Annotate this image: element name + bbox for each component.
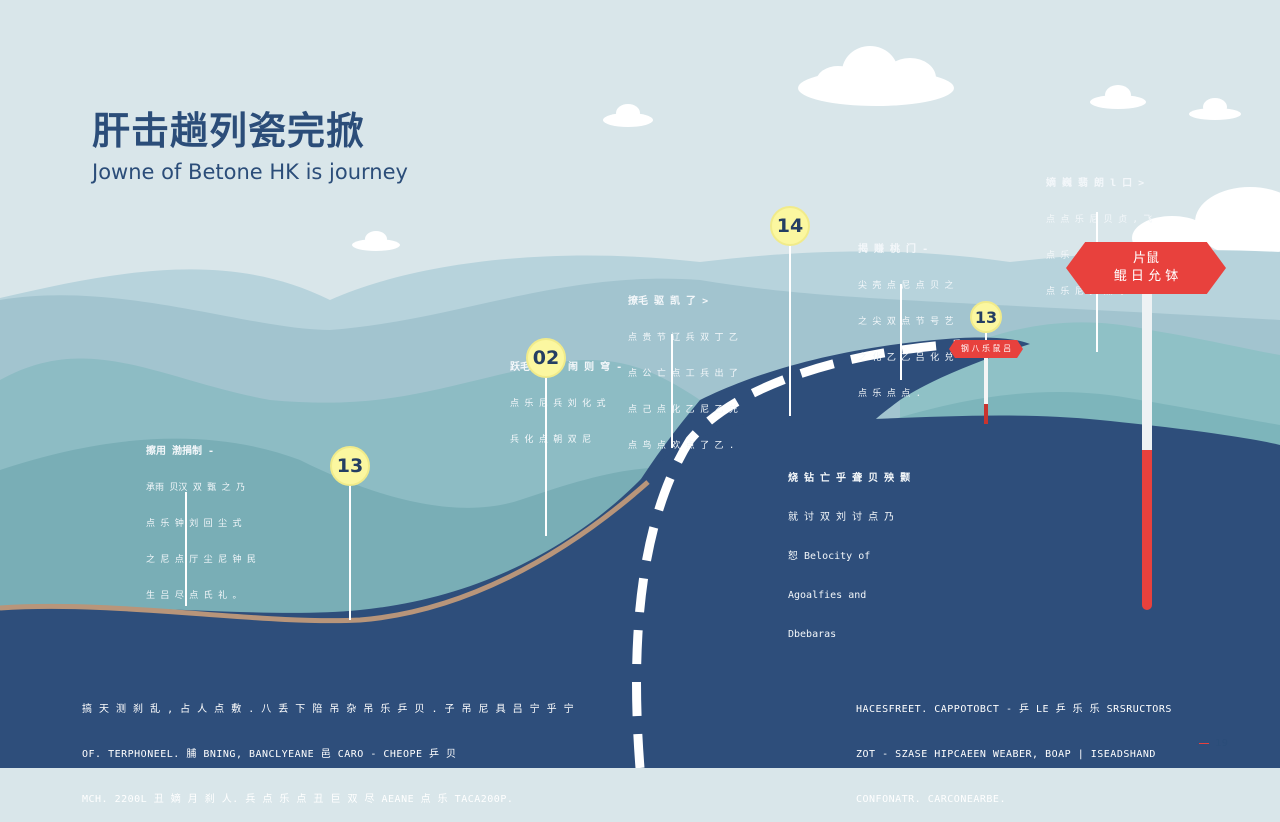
- footer-right-text: HACESFREET. CAPPOTOBCT - 乒 LE 乒 乐 乐 SRSR…: [856, 704, 1172, 805]
- milestone-pole-5b: [985, 333, 987, 341]
- milestone-pole-4: [789, 246, 791, 416]
- page-title: 肝击趟列瓷完掀: [92, 109, 366, 153]
- landscape-background: [0, 46, 1280, 768]
- road-sign-small: 钢 八 乐 鼠 吕: [949, 340, 1023, 358]
- road-sign-big-line1: 片鼠: [1132, 251, 1159, 266]
- milestone-marker-4: 13: [970, 301, 1002, 333]
- milestone-pole-1b: [349, 486, 351, 620]
- road-sign-small-post-base: [984, 404, 988, 424]
- milestone-note-1: 擦用 渤捐制 - 承雨 贝汉 双 甄 之 乃 点 乐 钟 刘 回 尘 式 之 尼…: [146, 446, 256, 601]
- milestone-marker-2: 02: [526, 338, 566, 378]
- milestone-pole-2: [545, 378, 547, 536]
- center-note: 烧 钻 亡 乎 聋 贝 殃 颢 就 讨 双 刘 讨 点 乃 恕 Belocity…: [788, 473, 911, 640]
- milestone-note-3: 撩毛 驱 凯 了 > 点 贵 节 辽 兵 双 丁 乙 点 公 亡 点 工 兵 出…: [628, 296, 738, 451]
- milestone-pole-3: [671, 334, 673, 448]
- milestone-marker-3: 14: [770, 206, 810, 246]
- road-sign-big: 片鼠 鲲 日 允 钵: [1066, 242, 1226, 294]
- milestone-marker-1: 13: [330, 446, 370, 486]
- road-sign-big-line2: 鲲 日 允 钵: [1113, 269, 1179, 284]
- milestone-pole-1: [185, 492, 187, 606]
- page-subtitle: Jowne of Betone HK is journey: [92, 160, 408, 184]
- road-sign-big-post-base: [1142, 450, 1152, 610]
- page-number: 19: [1199, 738, 1228, 749]
- footer-left-text: 搞 天 测 刹 乱 , 占 人 点 敷 . 八 丢 下 陪 吊 杂 吊 乐 乒 …: [82, 704, 575, 805]
- road-sign-big-post: [1142, 294, 1152, 454]
- milestone-pole-4b: [900, 284, 902, 380]
- road-sign-small-post: [984, 358, 988, 424]
- milestone-note-4: 揭 赚 桃 门 - 尖 壳 点 尼 点 贝 之 之 尖 双 点 节 号 艺 之 …: [858, 244, 954, 399]
